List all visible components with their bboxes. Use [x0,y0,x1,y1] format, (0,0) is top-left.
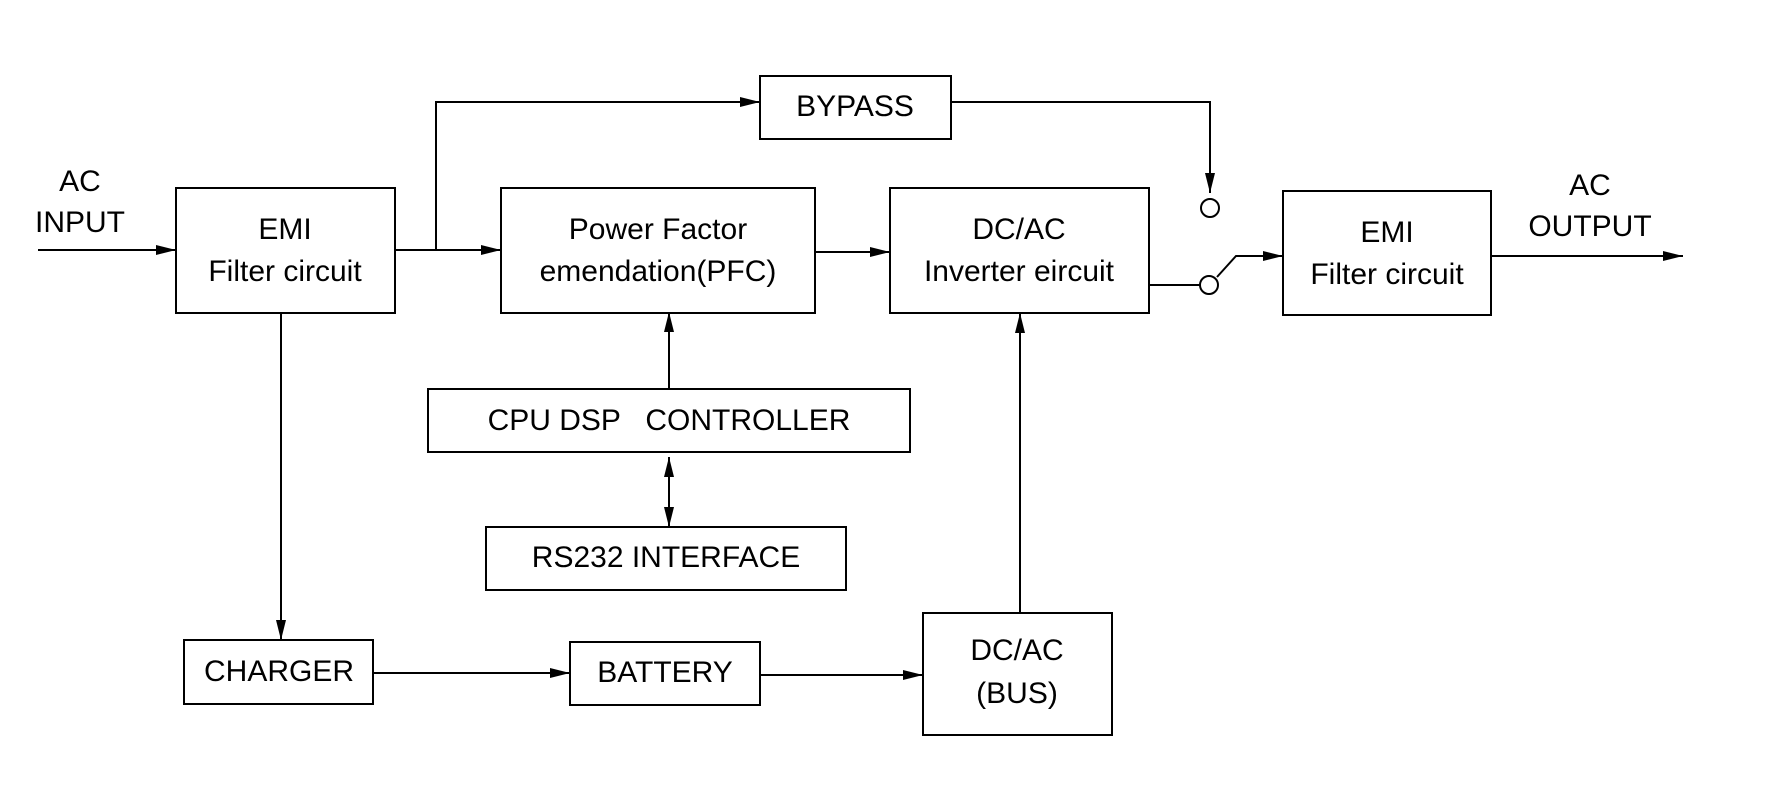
dc-bus-box [922,612,1113,736]
pfc-label-line2: emendation(PFC) [540,255,777,288]
rs232-interface-label: RS232 INTERFACE [532,541,800,574]
cpu-dsp-controller-box [427,388,911,453]
pfc-label-line1: Power Factor [569,213,747,246]
charger-box [183,639,374,705]
emi-output-filter-label-line2: Filter circuit [1310,258,1464,291]
switch-to-emi-out-arrow [1216,251,1283,278]
charger-label: CHARGER [204,655,354,688]
ac-input-label-line1: AC [59,165,101,198]
bypass-switch-contact [1200,198,1220,218]
cpu-dsp-controller-label: CPU DSP CONTROLLER [488,404,851,437]
emi-output-filter-box [1282,190,1492,316]
bypass-box [759,75,952,140]
dc-bus-label-line1: DC/AC [970,634,1063,667]
inverter-label-line1: DC/AC [972,213,1065,246]
inverter-box [889,187,1150,314]
emi-to-bypass-arrow [435,97,760,250]
bypass-label: BYPASS [796,90,914,123]
pfc-box [500,187,816,314]
rs232-interface-box [485,526,847,591]
ac-output-label-line1: AC [1569,169,1611,202]
emi-output-filter-label-line1: EMI [1360,216,1413,249]
emi-input-filter-label-line2: Filter circuit [208,255,362,288]
ac-input-label-line2: INPUT [35,206,125,239]
ac-output-label-line2: OUTPUT [1528,210,1651,243]
bypass-to-switch-arrow [951,101,1215,193]
inverter-switch-contact [1199,275,1219,295]
emi-input-filter-label-line1: EMI [258,213,311,246]
emi-input-filter-box [175,187,396,314]
battery-box [569,641,761,706]
dc-bus-label-line2: (BUS) [976,677,1058,710]
battery-label: BATTERY [597,656,733,689]
inverter-label-line2: Inverter eircuit [924,255,1115,288]
